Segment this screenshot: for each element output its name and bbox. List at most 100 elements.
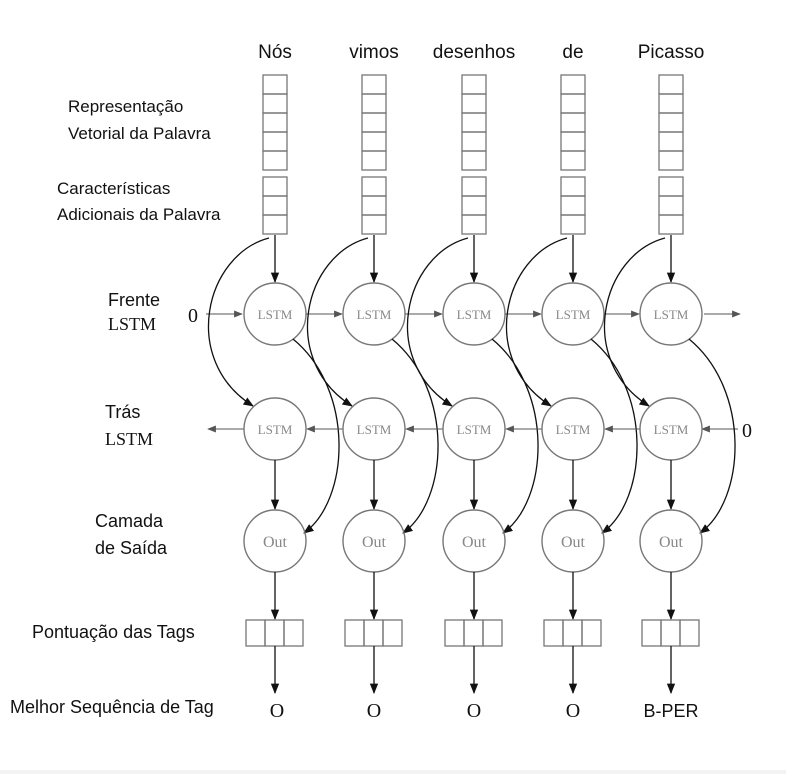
word-vector-cell [560,131,586,152]
label-word-vector-line2: Vetorial da Palavra [68,124,211,143]
feature-cell [262,176,288,197]
word-vector-cell [361,131,387,152]
forward-to-output-arrow [391,338,439,534]
word-4: Picasso [638,42,705,63]
best-tag-3: O [566,700,580,722]
word-vector-cell [560,150,586,171]
word-vector-cell [262,150,288,171]
tag-score-cell [581,619,602,647]
backward-lstm-label: LSTM [457,422,492,437]
label-extra-features-line1: Características [57,179,170,198]
word-vector-cell [262,112,288,133]
label-best-sequence: Melhor Sequência de Tag [10,697,214,717]
forward-lstm-node [639,282,703,346]
backward-lstm-label: LSTM [556,422,591,437]
tag-score-cell [543,619,564,647]
tag-score-cell [344,619,365,647]
forward-to-output-arrow [491,338,539,534]
forward-to-output-arrow [688,338,736,534]
label-forward-line1: Frente [108,290,160,310]
label-tag-scores: Pontuação das Tags [32,622,195,642]
word-vector-cell [361,150,387,171]
label-output-line2: de Saída [95,538,168,558]
tag-score-cell [679,619,700,647]
word-vector-cell [461,150,487,171]
tag-score-cell [482,619,503,647]
input-to-backward-arrow [406,237,469,407]
tag-score-cell [463,619,484,647]
feature-cell [658,214,684,235]
best-tag-4: B-PER [643,701,698,721]
feature-cell [461,214,487,235]
label-extra-features-line2: Adicionais da Palavra [57,205,221,224]
output-label: Out [659,534,684,551]
output-label: Out [362,534,387,551]
word-vector-cell [461,93,487,114]
word-vector-cell [658,93,684,114]
output-label: Out [462,534,487,551]
word-1: vimos [349,42,399,63]
feature-cell [461,195,487,216]
word-vector-cell [262,93,288,114]
feature-cell [658,195,684,216]
backward-lstm-label: LSTM [357,422,392,437]
word-vector-cell [262,74,288,95]
forward-lstm-label: LSTM [556,307,591,322]
tag-score-cell [660,619,681,647]
word-vector-cell [658,112,684,133]
word-2: desenhos [433,42,515,63]
label-word-vector-line1: Representação [68,97,183,116]
feature-cell [262,214,288,235]
word-0: Nós [258,42,292,63]
label-backward-line2: LSTM [105,429,153,449]
input-to-backward-arrow [603,237,666,407]
word-vector-cell [361,112,387,133]
best-tag-1: O [367,700,381,722]
tag-score-cell [382,619,403,647]
feature-cell [461,176,487,197]
backward-initial-state: 0 [742,420,752,442]
word-vector-cell [461,131,487,152]
input-to-backward-arrow [207,237,270,407]
forward-lstm-label: LSTM [654,307,689,322]
feature-cell [658,176,684,197]
feature-cell [361,195,387,216]
tag-score-cell [641,619,662,647]
feature-cell [262,195,288,216]
label-forward-line2: LSTM [108,314,156,334]
forward-lstm-label: LSTM [457,307,492,322]
feature-cell [560,214,586,235]
forward-lstm-label: LSTM [357,307,392,322]
tag-score-cell [363,619,384,647]
word-vector-cell [658,150,684,171]
word-3: de [562,42,583,63]
tag-score-cell [444,619,465,647]
feature-cell [361,214,387,235]
word-vector-cell [461,112,487,133]
forward-initial-state: 0 [188,305,198,327]
word-vector-cell [560,74,586,95]
best-tag-0: O [270,700,284,722]
feature-cell [560,176,586,197]
word-vector-cell [361,74,387,95]
tag-score-cell [562,619,583,647]
feature-cell [361,176,387,197]
feature-cell [560,195,586,216]
tag-score-cell [245,619,266,647]
forward-to-output-arrow [292,338,340,534]
forward-lstm-label: LSTM [258,307,293,322]
input-to-backward-arrow [505,237,568,407]
word-vector-cell [658,131,684,152]
input-to-backward-arrow [306,237,369,407]
best-tag-2: O [467,700,481,722]
label-output-line1: Camada [95,511,164,531]
tag-score-cell [264,619,285,647]
output-label: Out [561,534,586,551]
word-vector-cell [461,74,487,95]
backward-lstm-label: LSTM [654,422,689,437]
word-vector-cell [361,93,387,114]
label-backward-line1: Trás [105,402,140,422]
output-label: Out [263,534,288,551]
